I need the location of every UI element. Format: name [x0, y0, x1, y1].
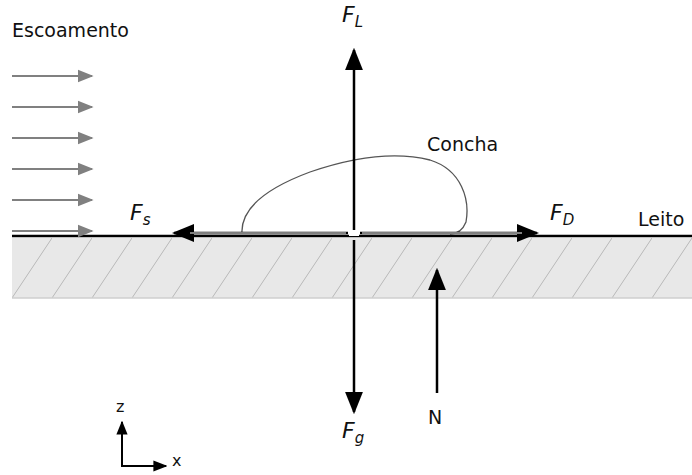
bed-hatching	[12, 238, 692, 298]
axis-label: x	[172, 452, 181, 470]
force-arrows	[174, 50, 537, 412]
application-point	[349, 230, 359, 236]
gravity-force-label: Fg	[342, 418, 364, 447]
friction-force-label: Fs	[130, 200, 150, 229]
axes	[121, 422, 166, 466]
lift-force-label: FL	[342, 2, 363, 31]
bed-band	[12, 238, 692, 298]
flow-arrows	[12, 76, 92, 231]
normal-force-label: N	[428, 407, 442, 429]
drag-force-label: FD	[550, 200, 574, 229]
bed-label: Leito	[638, 209, 684, 231]
shell-label: Concha	[427, 134, 498, 156]
flow-label: Escoamento	[12, 20, 129, 42]
axis-label: z	[116, 398, 124, 416]
bed-bottom	[12, 297, 692, 299]
